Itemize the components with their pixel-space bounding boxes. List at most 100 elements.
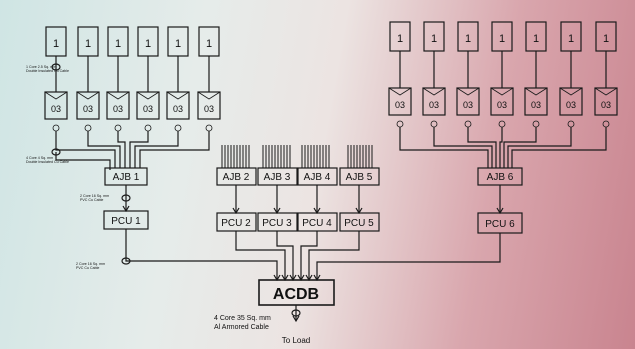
module-label: 1: [431, 33, 437, 45]
ajb-5-input-wires: [347, 145, 373, 168]
inverter-label: 03: [463, 100, 473, 110]
output-cable-note-1: 4 Core 35 Sq. mm: [214, 315, 271, 322]
to-load-label: To Load: [282, 336, 310, 345]
ajb-2-input-wires: [221, 145, 250, 168]
ajb-2-label: AJB 2: [223, 172, 250, 183]
pcu-6: PCU 6: [477, 212, 523, 234]
left-module-5: 1: [167, 26, 189, 57]
ajb-6-label: AJB 6: [487, 172, 514, 183]
acdb: ACDB: [258, 279, 335, 306]
cable-gland-icon: [121, 257, 131, 265]
cable-note-2b: Double Insulated Cu Cable: [26, 160, 69, 164]
pcu-4: PCU 4: [297, 212, 338, 232]
right-module-3: 1: [457, 21, 479, 52]
right-module-1: 1: [389, 21, 411, 52]
inverter-label: 03: [51, 104, 61, 114]
middle-boxes: AJB 2 AJB 3 AJB 4 AJB 5 PCU 2 PCU 3 PCU …: [216, 167, 380, 282]
pcu-2: PCU 2: [216, 212, 257, 232]
right-inverter-7: 03: [594, 87, 618, 116]
arrow-icon: [292, 315, 300, 323]
left-annotations: 1 Core 2.5 Sq. mm Double Insulated Cu Ca…: [26, 65, 109, 270]
right-module-4: 1: [491, 21, 513, 52]
pcu-to-acdb-wires: [235, 231, 360, 279]
ajb-4-input-wires: [301, 145, 330, 168]
pcu-2-label: PCU 2: [221, 218, 251, 229]
ajb-1: AJB 1: [104, 167, 148, 186]
right-meter-icons: [396, 120, 610, 128]
right-inverter-6: 03: [559, 87, 583, 116]
module-label: 1: [145, 38, 151, 50]
module-label: 1: [115, 38, 121, 50]
pcu-4-label: PCU 4: [302, 218, 332, 229]
inverter-label: 03: [497, 100, 507, 110]
cable-note-3b: PVC Cu Cable: [80, 198, 103, 202]
inverter-label: 03: [204, 104, 214, 114]
module-label: 1: [53, 38, 59, 50]
cable-note-1a: 1 Core 2.5 Sq. mm: [26, 65, 56, 69]
pcu6-to-acdb-wire: [316, 233, 501, 279]
left-inverter-6: 03: [197, 91, 221, 120]
right-inverter-2: 03: [422, 87, 446, 116]
left-inverter-3: 03: [106, 91, 130, 120]
inverter-label: 03: [429, 100, 439, 110]
cable-note-3a: 2 Core 16 Sq. mm: [80, 194, 109, 198]
ajb-4: AJB 4: [297, 167, 338, 186]
left-module-6: 1: [198, 26, 220, 57]
cable-note-4a: 2 Core 16 Sq. mm: [76, 262, 105, 266]
inverter-label: 03: [566, 100, 576, 110]
ajb-4-label: AJB 4: [304, 172, 331, 183]
acdb-label: ACDB: [273, 286, 319, 303]
module-label: 1: [206, 38, 212, 50]
module-to-inverter-wires: [55, 56, 210, 92]
pcu-5: PCU 5: [339, 212, 380, 232]
module-label: 1: [603, 33, 609, 45]
output-cable-note-2: Al Armored Cable: [214, 324, 269, 331]
right-string-wires: [399, 127, 607, 168]
cable-gland-icon: [51, 63, 61, 71]
cable-note-1b: Double Insulated Cu Cable: [26, 69, 69, 73]
module-label: 1: [175, 38, 181, 50]
right-inverter-4: 03: [490, 87, 514, 116]
cable-gland-icon: [291, 309, 301, 317]
inverter-label: 03: [83, 104, 93, 114]
inverter-label: 03: [395, 100, 405, 110]
left-inverter-4: 03: [136, 91, 160, 120]
right-array: 1 1 1 1 1 1 1 03: [316, 21, 618, 279]
left-inverter-1: 03: [44, 91, 68, 120]
right-inverter-5: 03: [524, 87, 548, 116]
right-inverter-3: 03: [456, 87, 480, 116]
left-meter-icons: [52, 124, 213, 132]
right-module-6: 1: [560, 21, 582, 52]
inverter-label: 03: [531, 100, 541, 110]
module-label: 1: [533, 33, 539, 45]
middle-array: [221, 145, 373, 168]
pcu-3: PCU 3: [257, 212, 298, 232]
module-label: 1: [85, 38, 91, 50]
inverter-label: 03: [173, 104, 183, 114]
left-string-wires: [55, 131, 210, 168]
left-module-4: 1: [137, 26, 159, 57]
left-module-3: 1: [107, 26, 129, 57]
cable-note-2a: 4 Core 4 Sq. mm: [26, 156, 53, 160]
right-module-7: 1: [595, 21, 617, 52]
ajb-5: AJB 5: [339, 167, 380, 186]
left-array: 1 1 1 1 1 1 03: [44, 26, 278, 279]
left-earth-wire: [55, 152, 111, 170]
module-label: 1: [397, 33, 403, 45]
ajb-6: AJB 6: [477, 167, 523, 186]
ajb-3: AJB 3: [257, 167, 298, 186]
pcu-5-label: PCU 5: [344, 218, 374, 229]
module-label: 1: [499, 33, 505, 45]
right-module-2: 1: [423, 21, 445, 52]
pcu-1-label: PCU 1: [111, 216, 141, 227]
left-module-2: 1: [77, 26, 99, 57]
cable-gland-icon: [121, 194, 131, 202]
left-module-1: 1: [45, 26, 67, 57]
left-inverter-5: 03: [166, 91, 190, 120]
pcu-3-label: PCU 3: [262, 218, 292, 229]
ajb-to-pcu-wires: [235, 185, 360, 213]
module-label: 1: [465, 33, 471, 45]
pcu-1: PCU 1: [103, 210, 149, 230]
